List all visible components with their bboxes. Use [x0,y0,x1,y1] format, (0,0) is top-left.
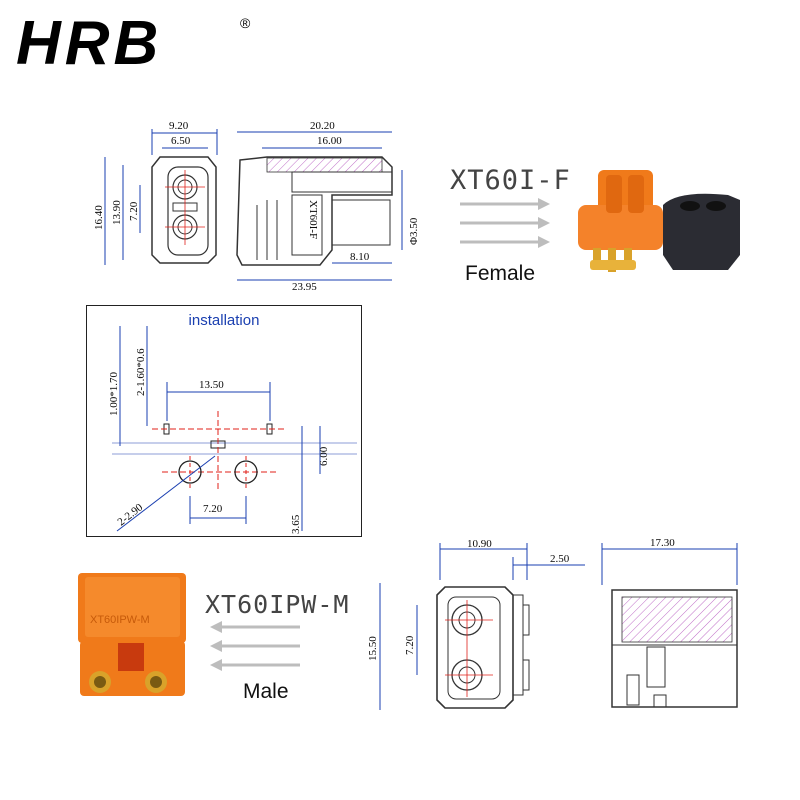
male-arrows [210,621,300,671]
dim-male-gap: 2.50 [550,553,570,565]
female-front-view: 9.20 6.50 16.40 13.90 7.20 [93,120,218,265]
male-part-label: XT60IPW-M [205,590,350,619]
dim-top-long: 20.20 [310,120,335,132]
installation-drawing: 1.00*1.70 2-1.60*0.6 13.50 6.00 3.65 7.2… [108,326,357,534]
female-gender-label: Female [465,262,536,285]
female-side-text: XT60I-F [307,200,319,239]
installation-panel: installation 1.00*1.70 2-1.60*0.6 13.50 … [86,305,362,537]
female-part-label: XT60I-F [450,165,571,196]
male-gender-label: Male [243,680,289,703]
dim-h-pin: 7.20 [128,201,140,221]
dim-male-height: 15.50 [367,636,379,661]
female-arrows [460,198,550,248]
dim-pitch: 7.20 [203,503,223,515]
dim-male-depth: 17.30 [650,537,675,549]
dim-h-outer: 16.40 [93,205,105,230]
dim-height: 6.00 [318,446,330,466]
dim-pin-len: 8.10 [350,251,370,263]
dim-v-slot: 1.00*1.70 [108,372,120,417]
dim-male-pitch: 7.20 [404,635,416,655]
male-side-view: 17.30 [601,537,738,708]
dim-offset: 3.65 [290,514,302,534]
dim-total-len: 23.95 [292,281,317,293]
male-body-text: XT60IPW-M [90,614,150,626]
dim-h-mid: 13.90 [111,200,123,225]
dim-span: 13.50 [199,379,224,391]
hrb-logo: HRB ® [8,6,258,78]
logo-text: HRB [16,9,162,76]
male-front-view: 10.90 2.50 15.50 7.20 [367,538,585,710]
dim-male-width: 10.90 [467,538,492,550]
dim-v-slot2: 2-1.60*0.6 [135,348,147,396]
female-side-view: 20.20 16.00 XT60I-F Φ3.50 8.10 23.95 [236,120,420,293]
dim-top-short: 16.00 [317,135,342,147]
dim-w-outer: 9.20 [169,120,189,132]
male-connector-image: XT60IPW-M [78,573,186,696]
dim-w-inner: 6.50 [171,135,191,147]
female-connector-image [578,170,740,272]
registered-mark: ® [240,15,251,31]
dim-holes: 2-2.90 [115,501,145,528]
dim-dia: Φ3.50 [408,217,420,245]
installation-title: installation [188,312,260,329]
